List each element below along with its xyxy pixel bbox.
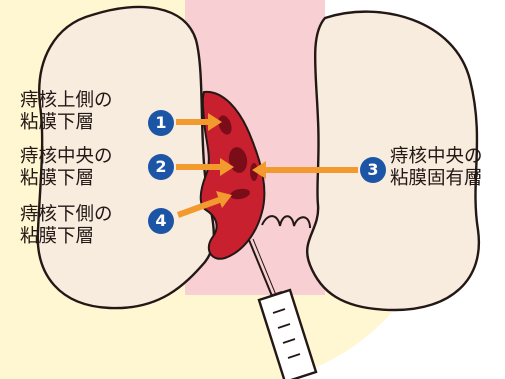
- label-1-line2: 粘膜下層: [20, 112, 113, 134]
- label-4: 痔核下側の 粘膜下層: [20, 204, 113, 248]
- label-2-line1: 痔核中央の: [20, 146, 113, 168]
- label-2: 痔核中央の 粘膜下層: [20, 146, 113, 190]
- badge-1: 1: [148, 110, 174, 136]
- label-1: 痔核上側の 粘膜下層: [20, 90, 113, 134]
- badge-4: 4: [148, 208, 174, 234]
- badge-2: 2: [148, 154, 174, 180]
- label-2-line2: 粘膜下層: [20, 168, 113, 190]
- label-3: 痔核中央の 粘膜固有層: [390, 146, 483, 190]
- label-3-line2: 粘膜固有層: [390, 168, 483, 190]
- label-3-line1: 痔核中央の: [390, 146, 483, 168]
- badge-3: 3: [360, 157, 386, 183]
- label-4-line1: 痔核下側の: [20, 204, 113, 226]
- label-1-line1: 痔核上側の: [20, 90, 113, 112]
- label-4-line2: 粘膜下層: [20, 226, 113, 248]
